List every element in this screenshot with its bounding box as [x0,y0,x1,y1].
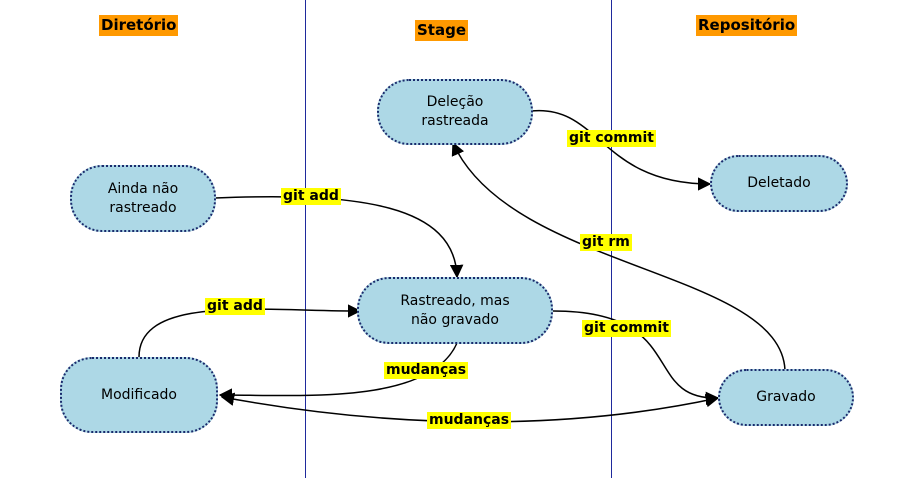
column-title-stage: Stage [415,20,469,41]
edge-label-git-commit-top: git commit [567,130,656,147]
edge-delecao-to-deletado [530,109,712,191]
edge-label-git-add-top: git add [281,188,341,205]
node-modificado: Modificado [60,357,218,433]
node-delecao-rastreada: Deleção rastreada [377,79,533,145]
column-title-diretorio: Diretório [99,15,179,36]
column-divider-left [305,0,306,478]
edge-label-git-commit-bottom: git commit [582,320,671,337]
node-gravado: Gravado [718,369,854,426]
node-deletado: Deletado [710,155,848,212]
edge-label-git-rm: git rm [580,234,632,251]
edge-modificado-to-rastreado [138,304,362,358]
edge-label-mudancas-2: mudanças [427,412,512,429]
edge-label-git-add-bottom: git add [205,298,265,315]
node-ainda-nao-rastreado: Ainda não rastreado [70,165,216,232]
column-title-repositorio: Repositório [696,15,798,36]
node-rastreado-nao-gravado: Rastreado, mas não gravado [357,277,553,344]
edge-gravado-to-delecao [451,141,786,371]
edge-label-mudancas-1: mudanças [384,362,469,379]
edge-ainda-to-rastreado [214,196,464,279]
